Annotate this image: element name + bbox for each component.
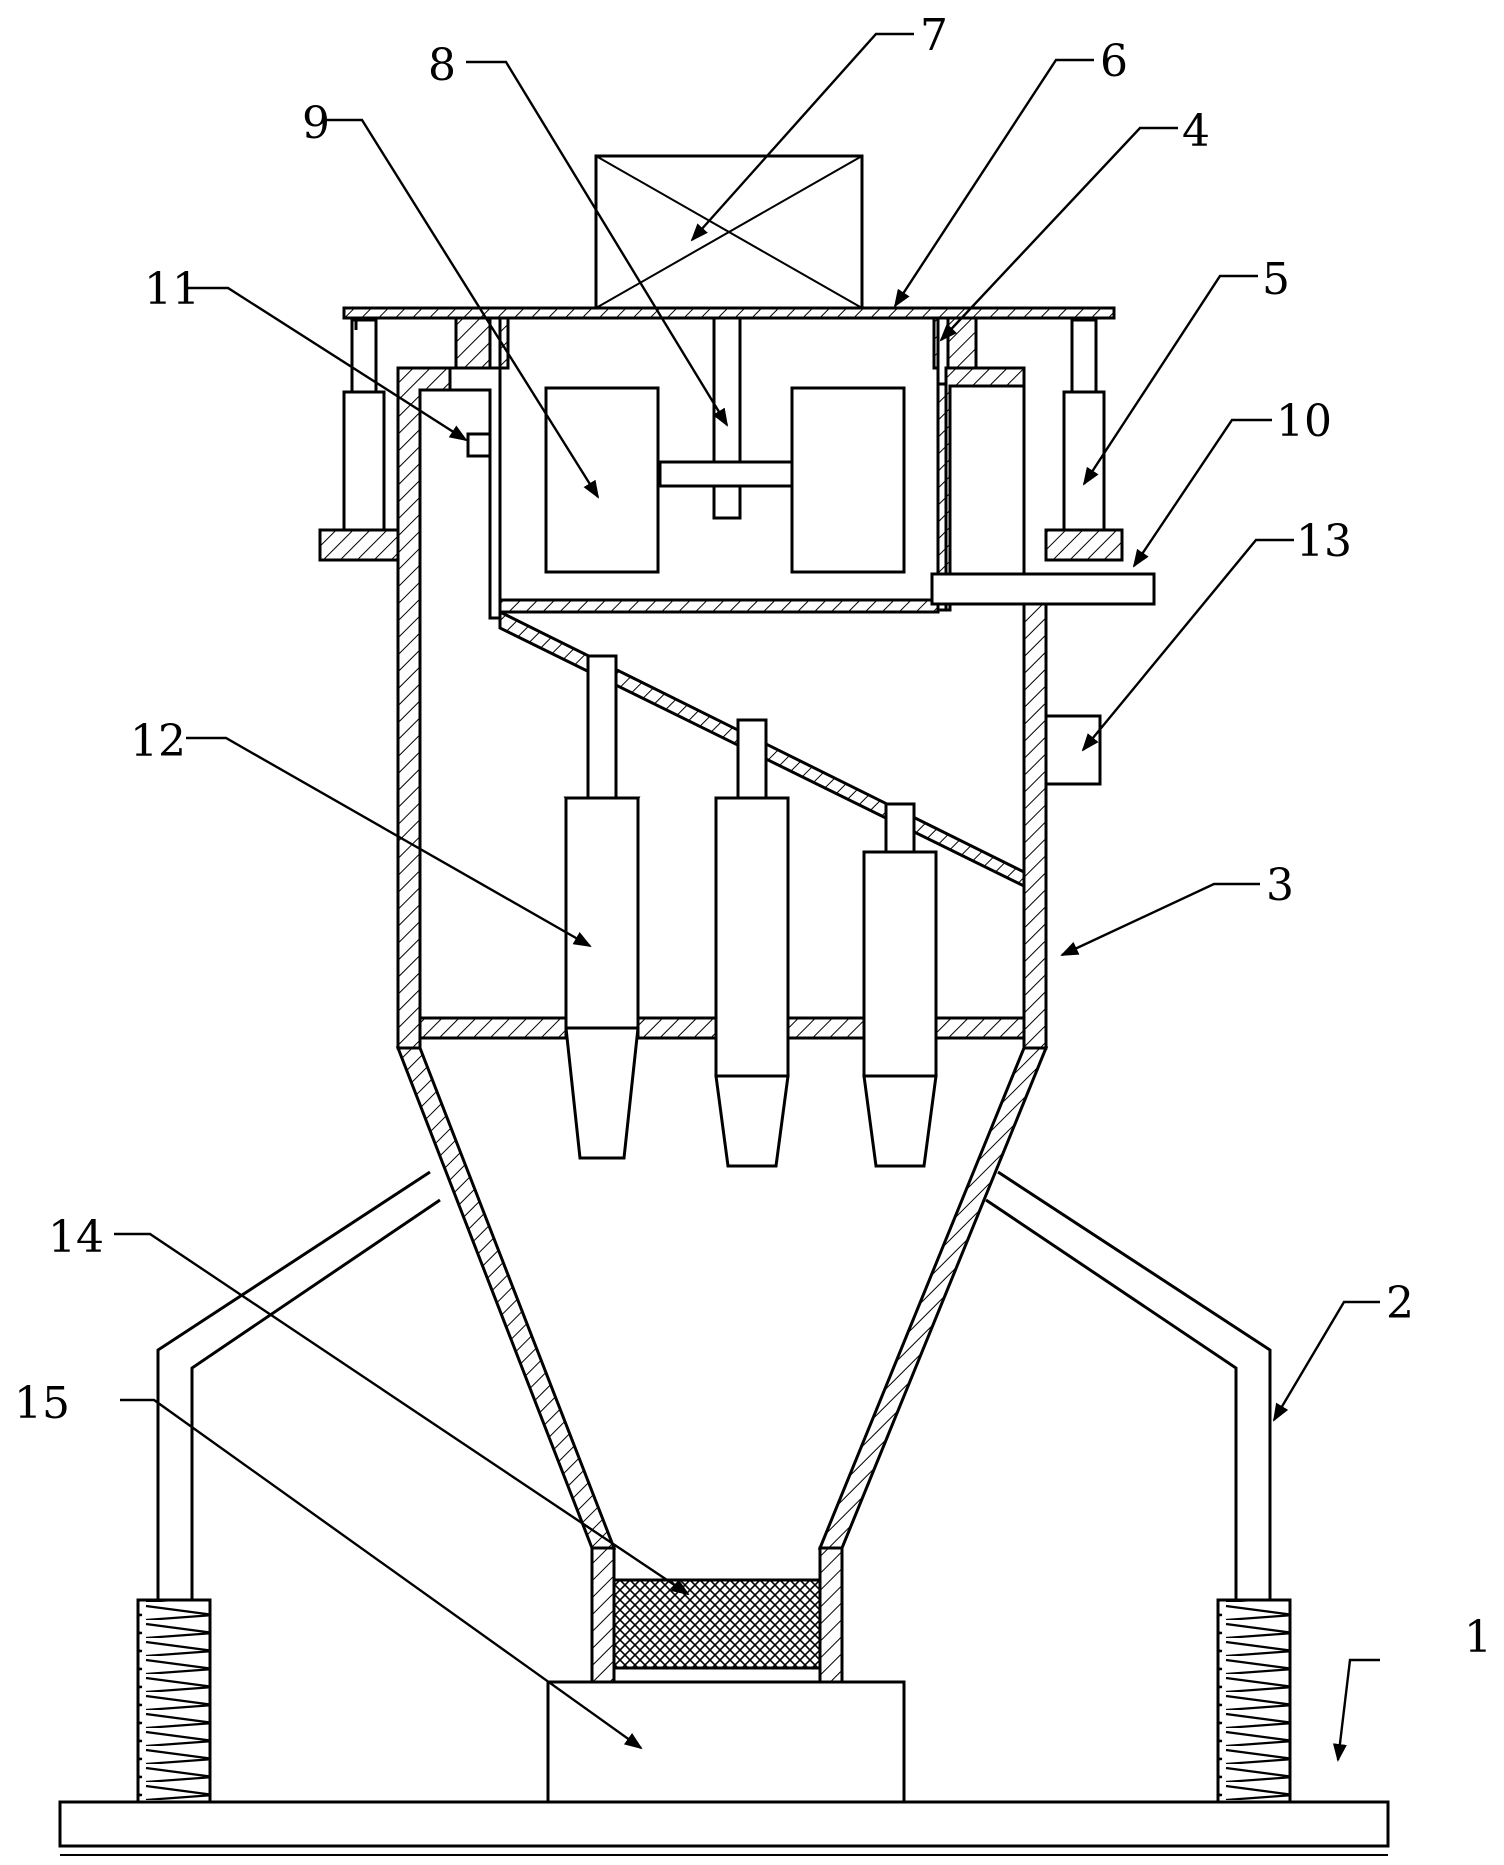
callout-6: 6 — [1100, 36, 1128, 87]
left-vibrating-block — [544, 386, 660, 574]
callout-5: 5 — [1262, 254, 1290, 305]
callout-8: 8 — [428, 40, 456, 91]
right-spring — [1216, 1598, 1292, 1804]
callout-2: 2 — [1386, 1278, 1414, 1329]
callout-9: 9 — [302, 98, 330, 149]
sensor-stub — [466, 432, 492, 458]
callout-11: 11 — [144, 264, 200, 315]
callout-labels: 1 2 3 4 5 6 7 8 9 10 11 12 13 14 15 — [14, 10, 1492, 1663]
callout-leaders — [114, 32, 1380, 1762]
callout-1: 1 — [1464, 1612, 1492, 1663]
right-flange — [1044, 528, 1124, 562]
left-lift-cylinder — [342, 310, 386, 532]
filter-tube-1 — [563, 654, 641, 1160]
filter-tube-3 — [862, 802, 938, 1168]
callout-13: 13 — [1296, 516, 1352, 567]
callout-12: 12 — [130, 716, 186, 767]
side-port — [1044, 714, 1102, 786]
callout-15: 15 — [14, 1378, 70, 1429]
tube-plate — [418, 1016, 1026, 1040]
callout-3: 3 — [1266, 860, 1294, 911]
collection-box — [546, 1680, 906, 1804]
support-legs — [156, 1170, 1272, 1600]
outlet-pipe — [930, 572, 1156, 606]
base-plate — [58, 1800, 1390, 1856]
callout-7: 7 — [920, 10, 948, 61]
filter-tube-2 — [714, 718, 790, 1168]
right-lift-cylinder — [1062, 318, 1106, 532]
filter-screen — [612, 1578, 822, 1670]
left-flange — [318, 528, 400, 562]
motor — [594, 154, 864, 310]
callout-4: 4 — [1182, 106, 1210, 157]
outlet-sleeve — [590, 1546, 844, 1684]
callout-10: 10 — [1276, 396, 1332, 447]
right-vibrating-block — [790, 386, 906, 574]
left-spring — [136, 1598, 212, 1804]
callout-14: 14 — [48, 1212, 104, 1263]
